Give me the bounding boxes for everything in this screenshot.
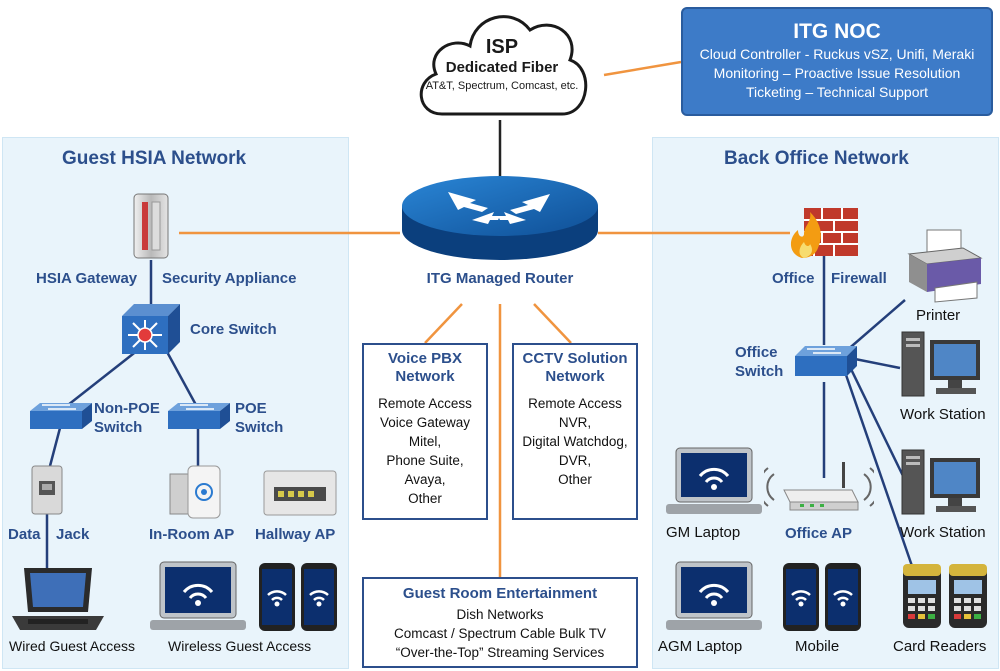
- firewall-icon: [790, 208, 858, 258]
- card-reader-icon: [949, 564, 987, 628]
- gm-laptop-label: GM Laptop: [666, 524, 741, 541]
- isp-title: ISP: [485, 36, 519, 58]
- voice-line: Voice Gateway: [379, 415, 471, 430]
- mobile-label: Mobile: [795, 638, 840, 655]
- voice-title-line: Voice PBX: [388, 350, 462, 367]
- office-ap-icon: [764, 462, 874, 511]
- hallway-ap-label: Hallway AP: [255, 526, 336, 543]
- hallway-ap-icon: [263, 470, 337, 516]
- jack-label: Jack: [56, 526, 90, 543]
- printer-icon: [907, 229, 983, 303]
- gm-laptop-icon: [666, 447, 762, 514]
- wired-guest-label: Wired Guest Access: [9, 638, 136, 654]
- cctv-title-line: Network: [545, 368, 605, 385]
- inroom-ap-label: In-Room AP: [149, 526, 235, 543]
- office-switch-icon: [795, 346, 857, 376]
- entertainment-box: Guest Room Entertainment Dish Networks C…: [362, 577, 638, 668]
- mobile-phone-icon: [825, 563, 861, 631]
- mobile-phone-icon: [259, 563, 295, 631]
- hsia-gateway-label: HSIA Gateway: [36, 270, 138, 287]
- poe-line2: Switch: [235, 419, 284, 436]
- card-readers-label: Card Readers: [893, 638, 987, 655]
- data-label: Data: [8, 526, 41, 543]
- nonpoe-line2: Switch: [94, 419, 143, 436]
- poe-switch-icon: [168, 403, 230, 429]
- nonpoe-switch-icon: [30, 403, 92, 429]
- router-label: ITG Managed Router: [426, 270, 574, 287]
- noc-line: Ticketing – Technical Support: [745, 84, 929, 100]
- voice-title-line: Network: [395, 368, 455, 385]
- mobile-phone-icon: [783, 563, 819, 631]
- office-network-title: Back Office Network: [724, 148, 909, 169]
- nonpoe-switch-label: Non-POE Switch: [94, 399, 160, 437]
- printer-label: Printer: [916, 307, 961, 324]
- voice-line: Avaya,: [404, 472, 446, 487]
- nonpoe-line1: Non-POE: [94, 400, 160, 417]
- data-jack-icon: [31, 465, 63, 515]
- cctv-line: Remote Access: [528, 396, 622, 411]
- poe-line1: POE: [235, 400, 267, 417]
- cctv-line: DVR,: [558, 453, 592, 468]
- card-reader-icon: [903, 564, 941, 628]
- cctv-box: CCTV Solution Network Remote Access NVR,…: [512, 343, 638, 520]
- isp-providers: AT&T, Spectrum, Comcast, etc.: [425, 80, 579, 92]
- voice-line: Mitel,: [408, 434, 442, 449]
- itg-noc-box: ITG NOC Cloud Controller - Ruckus vSZ, U…: [681, 7, 993, 116]
- voice-line: Other: [408, 491, 442, 506]
- office-firewall-label-2: Firewall: [831, 270, 887, 287]
- workstation-icon: [901, 331, 980, 397]
- voice-pbx-box: Voice PBX Network Remote Access Voice Ga…: [362, 343, 488, 520]
- office-switch-line2: Switch: [735, 363, 784, 380]
- guest-network-title: Guest HSIA Network: [62, 148, 247, 169]
- inroom-ap-icon: [169, 465, 221, 519]
- entertainment-title: Guest Room Entertainment: [402, 585, 598, 602]
- office-switch-label: Office Switch: [735, 343, 783, 381]
- cctv-line: NVR,: [558, 415, 592, 430]
- isp-label-group: ISP Dedicated Fiber AT&T, Spectrum, Comc…: [412, 36, 592, 94]
- cloud-icon: [419, 15, 588, 116]
- workstation-label: Work Station: [900, 406, 986, 423]
- mobile-phone-icon: [301, 563, 337, 631]
- cctv-title-line: CCTV Solution: [522, 350, 628, 367]
- noc-title: ITG NOC: [793, 20, 881, 43]
- office-ap-label: Office AP: [785, 525, 852, 542]
- office-switch-line1: Office: [735, 344, 778, 361]
- security-appliance-label: Security Appliance: [162, 270, 297, 287]
- entertainment-line: “Over-the-Top” Streaming Services: [395, 645, 605, 660]
- core-switch-label: Core Switch: [190, 321, 277, 338]
- agm-laptop-icon: [666, 561, 762, 630]
- entertainment-line: Comcast / Spectrum Cable Bulk TV: [393, 626, 607, 641]
- router-icon: [402, 176, 598, 260]
- wired-laptop-icon: [12, 568, 104, 630]
- noc-line: Monitoring – Proactive Issue Resolution: [713, 65, 961, 81]
- wireless-laptop-icon: [150, 561, 246, 630]
- core-switch-icon: [122, 304, 180, 354]
- entertainment-line: Dish Networks: [456, 607, 544, 622]
- voice-line: Remote Access: [378, 396, 472, 411]
- noc-line: Cloud Controller - Ruckus vSZ, Unifi, Me…: [699, 46, 975, 62]
- gateway-appliance-icon: [133, 193, 169, 259]
- cctv-line: Digital Watchdog,: [522, 434, 628, 449]
- office-firewall-label-1: Office: [772, 270, 815, 287]
- agm-laptop-label: AGM Laptop: [658, 638, 743, 655]
- poe-switch-label: POE Switch: [235, 399, 283, 437]
- workstation-icon: [901, 449, 980, 515]
- workstation-label: Work Station: [900, 524, 986, 541]
- voice-line: Phone Suite,: [386, 453, 464, 468]
- cctv-line: Other: [558, 472, 592, 487]
- wireless-guest-label: Wireless Guest Access: [168, 638, 312, 654]
- isp-subtitle: Dedicated Fiber: [445, 59, 559, 76]
